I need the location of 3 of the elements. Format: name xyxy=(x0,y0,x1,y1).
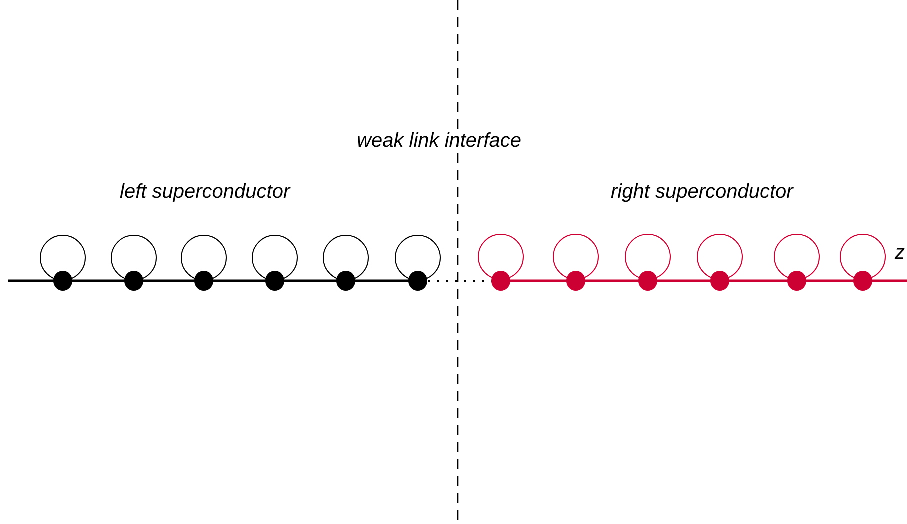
region-label: left superconductor xyxy=(120,181,290,203)
axis-label: z xyxy=(895,242,905,264)
region-label: right superconductor xyxy=(611,181,794,203)
